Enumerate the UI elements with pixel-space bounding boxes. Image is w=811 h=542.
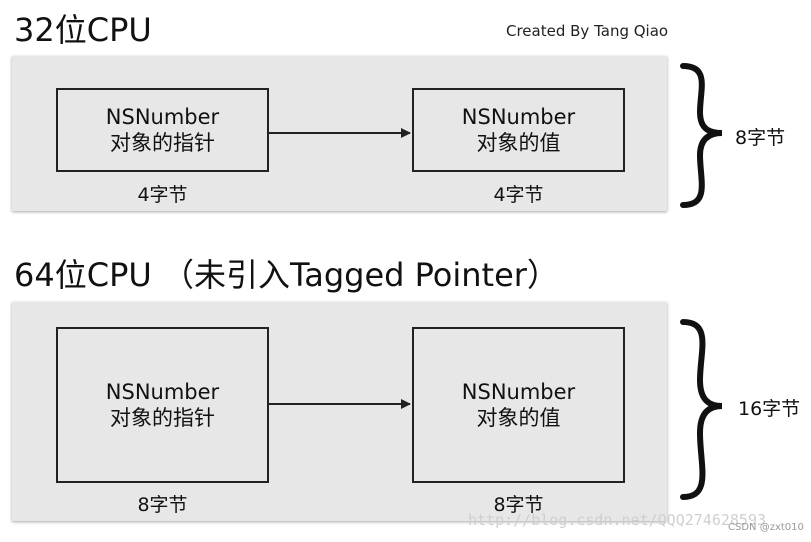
- section-2-pointer-size: 8字节: [137, 494, 188, 516]
- section-2-total-size: 16字节: [738, 398, 801, 420]
- section-2-brace-icon: [680, 319, 723, 500]
- section-1-brace-icon: [680, 63, 723, 208]
- value-box-line2: 对象的值: [476, 406, 561, 430]
- section-2-value-box: NSNumber 对象的值: [412, 327, 625, 483]
- value-box-line2: 对象的值: [476, 131, 561, 155]
- pointer-box-line2: 对象的指针: [110, 406, 215, 430]
- section-1-pointer-box: NSNumber 对象的指针: [56, 88, 269, 172]
- section-1-value-size: 4字节: [493, 184, 544, 206]
- section-1-pointer-size: 4字节: [137, 184, 188, 206]
- value-box-line1: NSNumber: [461, 380, 576, 404]
- pointer-box-line1: NSNumber: [105, 105, 220, 129]
- section-1-title: 32位CPU: [14, 11, 152, 49]
- csdn-watermark: CSDN @zxt010: [728, 522, 804, 533]
- section-2-value-size: 8字节: [493, 494, 544, 516]
- pointer-box-line2: 对象的指针: [110, 131, 215, 155]
- section-2-pointer-box: NSNumber 对象的指针: [56, 327, 269, 483]
- section-2-title: 64位CPU （未引入Tagged Pointer）: [14, 256, 559, 294]
- section-1-total-size: 8字节: [735, 127, 786, 149]
- pointer-box-line1: NSNumber: [105, 380, 220, 404]
- value-box-line1: NSNumber: [461, 105, 576, 129]
- credit-text: Created By Tang Qiao: [506, 22, 669, 40]
- url-watermark: http://blog.csdn.net/QQQ274628593: [468, 511, 767, 529]
- section-1-value-box: NSNumber 对象的值: [412, 88, 625, 172]
